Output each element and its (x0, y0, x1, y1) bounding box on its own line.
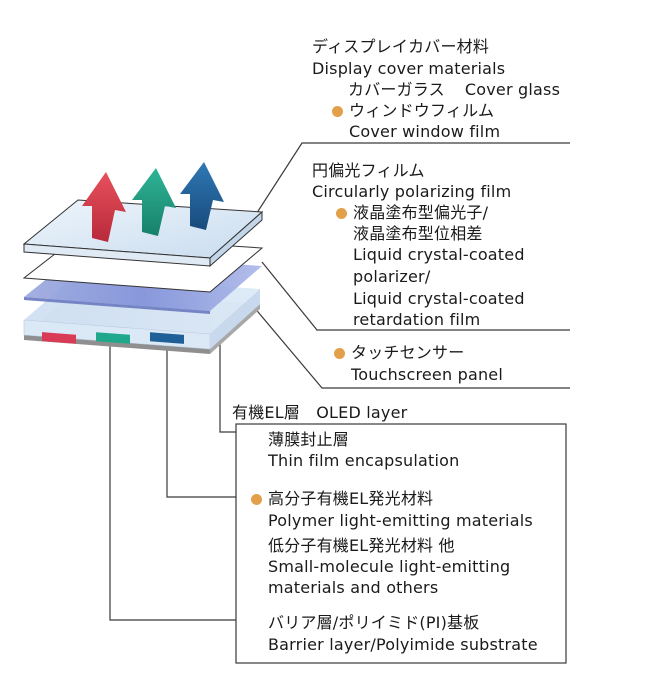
leader-emitting (166, 340, 236, 498)
emitting-layer-side (210, 289, 260, 349)
lc-jp-2: 液晶塗布型位相差 (353, 224, 483, 243)
leader-substrate (109, 343, 236, 621)
touch-en: Touchscreen panel (351, 365, 503, 384)
arrow-red-icon (82, 172, 126, 242)
leader-lines (109, 142, 570, 621)
leader-polarizing (261, 261, 570, 331)
subpixel-blue (150, 332, 184, 344)
cover-window-film-jp-line: ウィンドウフィルム (332, 101, 494, 121)
tfe-en: Thin film encapsulation (268, 451, 460, 470)
bullet-icon (336, 208, 347, 219)
leader-tfe (219, 322, 236, 433)
substrate-jp: バリア層/ポリイミド(PI)基板 (268, 613, 480, 632)
lc-en-2: polarizer/ (353, 267, 431, 286)
display-cover-heading-en: Display cover materials (312, 59, 506, 78)
lc-en-4: retardation film (353, 310, 481, 329)
bullet-icon (334, 348, 345, 359)
cover-glass-side (209, 210, 263, 268)
small-en-2: materials and others (268, 578, 439, 597)
leader-touch (247, 299, 570, 389)
subpixel-green (96, 332, 130, 344)
polymer-en: Polymer light-emitting materials (268, 511, 533, 530)
polarizing-film-edge (24, 297, 210, 314)
lc-en-1: Liquid crystal-coated (353, 245, 525, 264)
touch-jp-line: タッチセンサー (334, 343, 464, 363)
polarizing-heading-jp: 円偏光フィルム (312, 161, 425, 180)
small-en-1: Small-molecule light-emitting (268, 557, 511, 576)
bullet-icon (332, 106, 343, 117)
cover-window-film-en: Cover window film (349, 122, 501, 141)
display-cover-heading-jp: ディスプレイカバー材料 (312, 37, 490, 56)
leader-cover (241, 142, 570, 237)
polarizing-heading-en: Circularly polarizing film (312, 182, 512, 201)
oled-heading: 有機EL層 OLED layer (232, 403, 408, 422)
oled-layer-box (235, 423, 567, 664)
subpixel-red (42, 332, 76, 344)
touch-jp: タッチセンサー (351, 343, 465, 362)
emission-arrows (82, 162, 224, 242)
arrow-green-icon (132, 168, 176, 236)
cover-window-film-jp: ウィンドウフィルム (349, 101, 495, 120)
lc-jp-1: 液晶塗布型偏光子/ (353, 203, 489, 222)
polymer-jp: 高分子有機EL発光材料 (268, 489, 434, 508)
cover-glass-jp: カバーガラス (348, 80, 445, 99)
cover-glass-label: カバーガラス Cover glass (348, 80, 560, 100)
tfe-jp: 薄膜封止層 (268, 430, 350, 449)
polymer-jp-line: 高分子有機EL発光材料 (251, 489, 433, 509)
substrate-en: Barrier layer/Polyimide substrate (268, 635, 538, 654)
lc-polarizer-jp-line: 液晶塗布型偏光子/ (336, 203, 488, 223)
cover-glass-en: Cover glass (464, 80, 561, 99)
arrow-blue-icon (180, 162, 224, 230)
lc-en-3: Liquid crystal-coated (353, 289, 525, 308)
small-jp: 低分子有機EL発光材料 他 (268, 536, 455, 555)
bullet-icon (251, 494, 262, 505)
substrate-side (210, 304, 260, 354)
